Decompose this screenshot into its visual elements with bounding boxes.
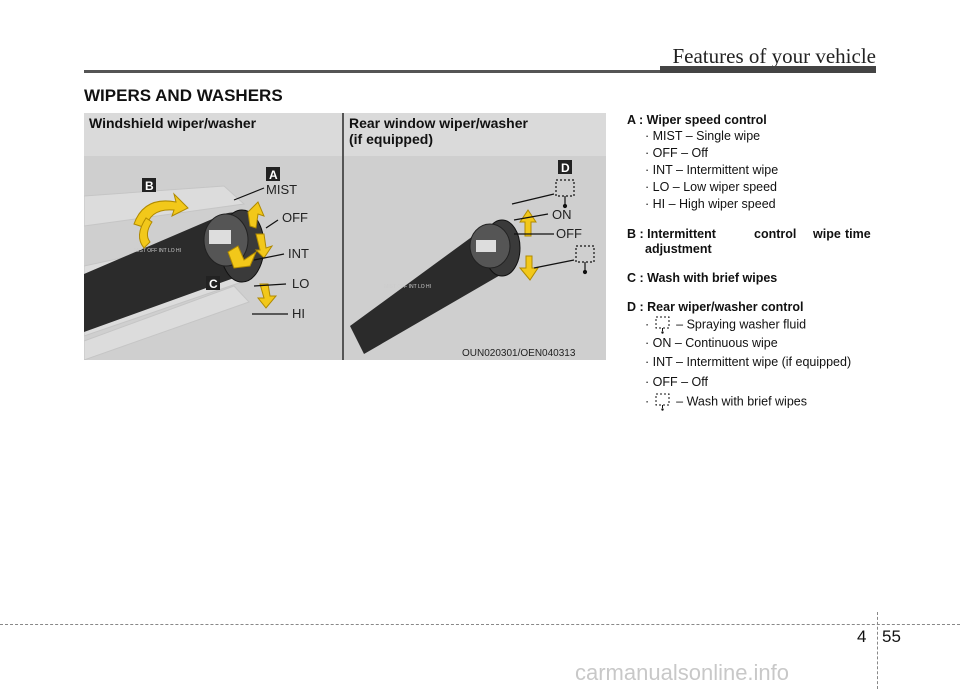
legend-a-item: · MIST – Single wipe bbox=[645, 129, 761, 143]
section-title: WIPERS AND WASHERS bbox=[84, 86, 283, 105]
header-title: Features of your vehicle bbox=[672, 44, 876, 68]
rear-arrow-down bbox=[518, 255, 539, 281]
rear-wiper-figure: MIST OFF INT LO HI ON OFF D OUN020301/OE… bbox=[344, 156, 606, 360]
windshield-wiper-figure: MIST OFF INT LO HI MIST OFF INT LO HI A … bbox=[84, 156, 342, 360]
legend-d-item5: · – Wash with brief wipes bbox=[645, 393, 807, 411]
panel-divider bbox=[342, 113, 344, 360]
legend-b-word2: control bbox=[754, 227, 797, 241]
legend-d-item5-text: – Wash with brief wipes bbox=[676, 394, 807, 409]
legend-a-item: · HI – High wiper speed bbox=[645, 197, 776, 211]
legend-b-word4: time bbox=[845, 227, 871, 241]
letter-b-badge bbox=[142, 178, 156, 192]
washer-spray-icon bbox=[655, 393, 670, 411]
label-int: INT bbox=[288, 246, 309, 261]
page-number: 55 bbox=[882, 627, 901, 646]
legend-b-word1: B : Intermittent bbox=[627, 227, 716, 241]
legend-d-title: D : Rear wiper/washer control bbox=[627, 300, 804, 314]
wash-arrow bbox=[227, 245, 258, 269]
legend-d-item1: · – Spraying washer fluid bbox=[645, 316, 806, 334]
legend-d-item: · OFF – Off bbox=[645, 375, 708, 389]
legend-a-item: · LO – Low wiper speed bbox=[645, 180, 778, 194]
label-hi: HI bbox=[292, 306, 305, 321]
letter-b: B bbox=[145, 179, 154, 193]
label-rear-off: OFF bbox=[556, 226, 582, 241]
legend-d-item: · ON – Continuous wipe bbox=[645, 336, 778, 350]
header-rule bbox=[84, 70, 660, 73]
label-off: OFF bbox=[282, 210, 308, 225]
label-rear-on: ON bbox=[552, 207, 572, 222]
svg-text:MIST OFF INT LO HI: MIST OFF INT LO HI bbox=[134, 248, 181, 254]
legend-a-item: · OFF – Off bbox=[645, 146, 708, 160]
legend-d-item: · INT – Intermittent wipe (if equipped) bbox=[645, 355, 852, 369]
bullet: · bbox=[645, 394, 650, 409]
label-mist: MIST bbox=[266, 182, 297, 197]
legend-d-item1-text: – Spraying washer fluid bbox=[676, 317, 807, 332]
legend-a-title: A : Wiper speed control bbox=[627, 113, 767, 127]
footer-rule bbox=[0, 624, 960, 625]
washer-spray-icon bbox=[555, 179, 575, 209]
label-lo: LO bbox=[292, 276, 309, 291]
washer-spray-icon bbox=[655, 316, 670, 334]
svg-text:MIST OFF INT LO HI: MIST OFF INT LO HI bbox=[384, 284, 431, 290]
panel-heading-rear: Rear window wiper/washer (if equipped) bbox=[344, 113, 606, 156]
legend-a-item: · INT – Intermittent wipe bbox=[645, 163, 779, 177]
header-rule-thick bbox=[660, 66, 876, 73]
speed-arrow-down1 bbox=[254, 233, 274, 259]
letter-a: A bbox=[269, 168, 278, 182]
speed-arrow-down2 bbox=[256, 283, 278, 309]
legend-b-line2: adjustment bbox=[645, 242, 712, 256]
bullet: · bbox=[645, 317, 650, 332]
speed-arrow-up bbox=[247, 201, 265, 229]
legend-c-title: C : Wash with brief wipes bbox=[627, 271, 778, 285]
panel-heading-windshield: Windshield wiper/washer bbox=[84, 113, 342, 156]
watermark: carmanualsonline.info bbox=[575, 660, 790, 685]
panel-heading-rear-line1: Rear window wiper/washer bbox=[349, 115, 528, 131]
figure-caption: OUN020301/OEN040313 bbox=[462, 348, 576, 359]
panel-heading-rear-line2: (if equipped) bbox=[349, 131, 433, 147]
washer-spray-icon bbox=[575, 245, 595, 275]
letter-c-badge bbox=[206, 276, 220, 290]
chapter-number: 4 bbox=[857, 627, 867, 646]
legend-b-word3: wipe bbox=[813, 227, 841, 241]
footer-vertical-rule bbox=[877, 612, 878, 689]
letter-d: D bbox=[561, 161, 570, 175]
letter-d-badge bbox=[558, 160, 572, 174]
letter-a-badge bbox=[266, 167, 280, 181]
letter-c: C bbox=[209, 277, 218, 291]
